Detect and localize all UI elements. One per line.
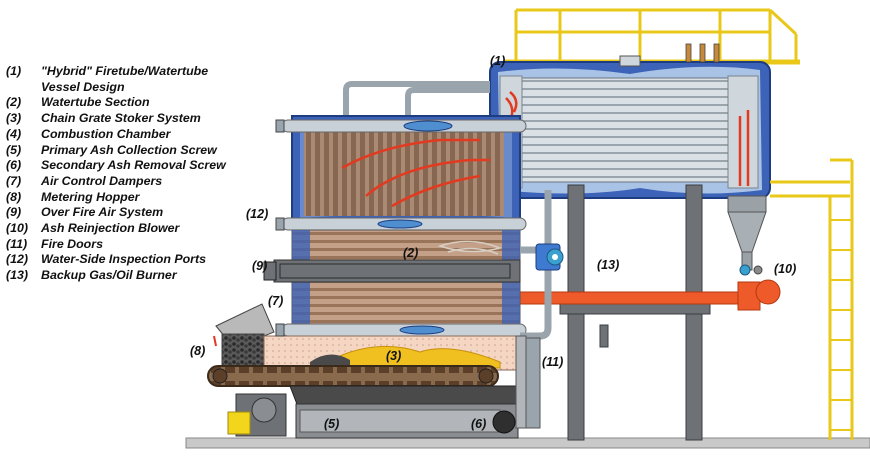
callout-hopper: (8) — [190, 344, 206, 358]
callout-stoker: (3) — [386, 349, 402, 363]
ash-collection — [289, 335, 527, 439]
legend-number: (13) — [6, 268, 29, 283]
legend-item: (6) Secondary Ash Removal Screw — [6, 158, 246, 174]
legend-label: Ash Reinjection Blower — [41, 221, 180, 236]
ash-reinjection-blower — [515, 264, 781, 311]
callout-dampers: (7) — [268, 294, 284, 308]
callout-inspection-ports: (12) — [246, 207, 269, 221]
legend-item: (7) Air Control Dampers — [6, 174, 246, 190]
ground-slab — [185, 437, 870, 449]
metering-hopper — [213, 303, 275, 367]
backup-burner — [520, 190, 564, 340]
legend-label: Watertube Section — [41, 95, 150, 110]
legend-item: (2) Watertube Section — [6, 95, 246, 111]
legend-number: (7) — [6, 173, 22, 188]
legend-number: (1) — [6, 64, 22, 78]
callout-fire-doors: (11) — [542, 355, 564, 369]
legend-label: "Hybrid" Firetube/Watertube Vessel Desig… — [41, 64, 209, 94]
legend-number: (6) — [6, 158, 22, 173]
legend-number: (3) — [6, 111, 22, 126]
legend-label: Primary Ash Collection Screw — [41, 142, 217, 157]
legend-label: Air Control Dampers — [41, 173, 163, 188]
legend-item: (11) Fire Doors — [6, 237, 246, 253]
legend-label: Over Fire Air System — [41, 205, 164, 220]
watertube-section — [281, 115, 527, 231]
legend-label: Metering Hopper — [41, 189, 140, 204]
legend-number: (12) — [6, 252, 29, 267]
ash-cyclone — [727, 195, 767, 271]
air-control-dampers — [263, 261, 277, 281]
inspection-ports — [275, 119, 285, 337]
legend-item: (9) Over Fire Air System — [6, 205, 246, 221]
callout-secondary-screw: (6) — [471, 417, 487, 431]
callout-burner: (13) — [597, 258, 620, 272]
legend-item: (1) "Hybrid" Firetube/Watertube Vessel De… — [6, 64, 246, 95]
legend-item: (13) Backup Gas/Oil Burner — [6, 268, 246, 284]
legend-number: (4) — [6, 126, 22, 141]
legend-number: (5) — [6, 142, 22, 157]
legend-label: Combustion Chamber — [41, 126, 171, 141]
legend-label: Secondary Ash Removal Screw — [41, 158, 226, 173]
legend-item: (5) Primary Ash Collection Screw — [6, 143, 246, 159]
legend-label: Water-Side Inspection Ports — [41, 252, 207, 267]
legend-number: (8) — [6, 189, 22, 204]
callout-watertube: (2) — [403, 246, 419, 260]
component-legend: (1) "Hybrid" Firetube/Watertube Vessel De… — [6, 64, 246, 284]
firetube-vessel — [489, 43, 771, 199]
draft-fan — [227, 393, 287, 437]
access-stairs — [770, 158, 854, 440]
legend-item: (12) Water-Side Inspection Ports — [6, 252, 246, 268]
legend-item: (4) Combustion Chamber — [6, 127, 246, 143]
callout-over-fire-air: (9) — [252, 259, 268, 273]
callout-vessel: (1) — [490, 54, 506, 68]
support-frame — [559, 184, 711, 441]
legend-item: (10) Ash Reinjection Blower — [6, 221, 246, 237]
legend-item: (3) Chain Grate Stoker System — [6, 111, 246, 127]
combustion-chamber — [263, 335, 527, 371]
legend-item: (8) Metering Hopper — [6, 190, 246, 206]
legend-label: Chain Grate Stoker System — [41, 111, 201, 126]
riser-pipes — [343, 81, 490, 120]
legend-label: Backup Gas/Oil Burner — [41, 268, 177, 283]
fire-doors — [525, 337, 541, 429]
legend-number: (9) — [6, 205, 22, 220]
legend-label: Fire Doors — [41, 236, 103, 251]
legend-number: (11) — [6, 236, 28, 251]
top-platform — [505, 8, 800, 65]
chain-grate-stoker — [207, 365, 499, 387]
legend-number: (2) — [6, 95, 22, 110]
callout-blower: (10) — [774, 262, 797, 276]
over-fire-air-system — [273, 259, 521, 283]
callout-primary-screw: (5) — [324, 417, 340, 431]
legend-number: (10) — [6, 221, 29, 236]
